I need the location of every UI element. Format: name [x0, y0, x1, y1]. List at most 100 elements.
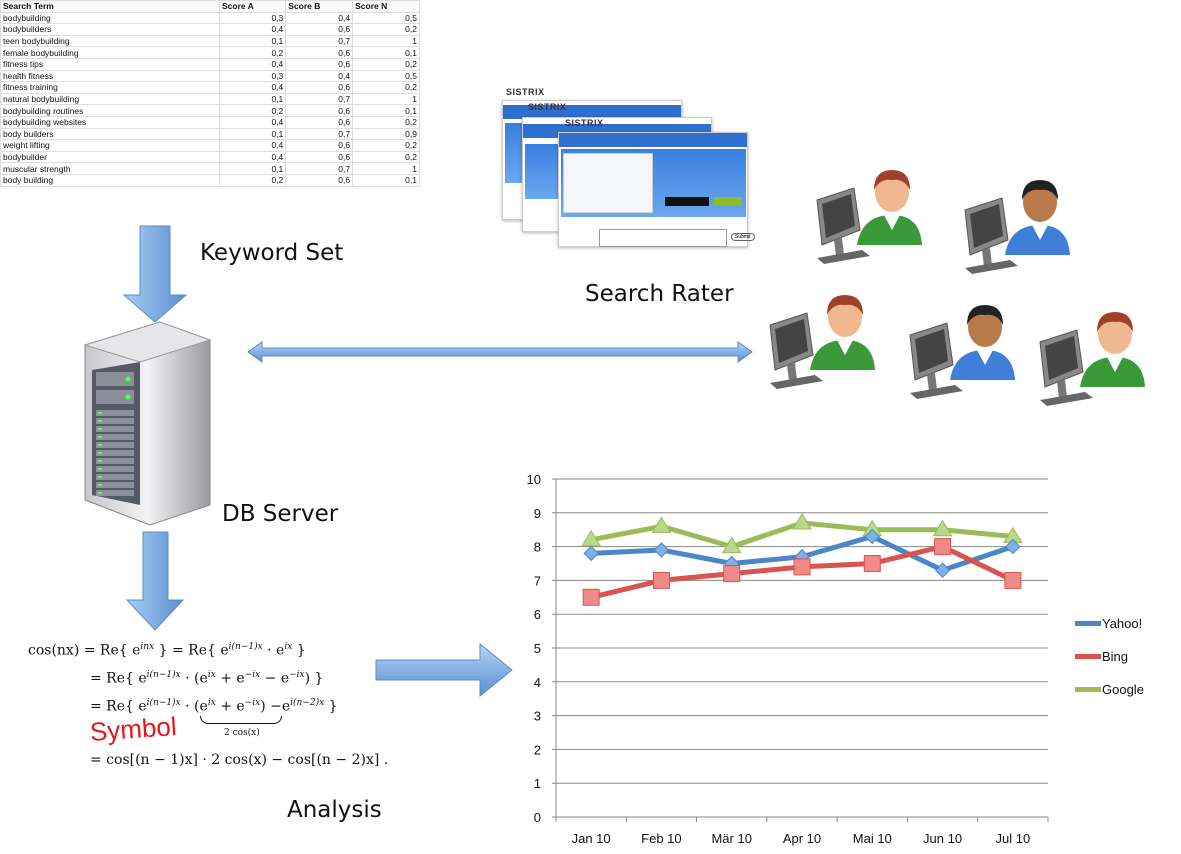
y-tick-label: 4: [534, 675, 541, 690]
data-point-bing: [793, 558, 811, 576]
server-drive-bay: [96, 426, 134, 432]
data-point-yahoo: [934, 562, 951, 578]
legend-item: Google: [1075, 682, 1144, 697]
search-rater-person-icon: [816, 170, 922, 264]
y-tick-label: 7: [534, 573, 541, 588]
x-tick-label: Apr 10: [783, 831, 821, 846]
legend-item: Yahoo!: [1075, 616, 1142, 631]
server-drive-bay: [96, 418, 134, 424]
data-point-google: [932, 519, 953, 537]
sistrix-logo: SISTRIX: [565, 118, 604, 128]
data-point-yahoo: [1005, 538, 1021, 555]
server-drive-bay: [96, 450, 134, 456]
analysis-label: Analysis: [287, 797, 382, 823]
search-term-cell: female bodybuilding: [0, 46, 220, 59]
y-tick-label: 0: [534, 810, 541, 825]
column-header: Score A: [218, 0, 287, 13]
y-tick-label: 8: [534, 540, 541, 555]
search-term-cell: weight lifting: [0, 139, 220, 152]
arrow-right-analysis-to-chart: [375, 642, 513, 698]
y-tick-label: 10: [527, 472, 541, 487]
keyword-set-label: Keyword Set: [200, 240, 344, 266]
server-drive-bay: [96, 410, 134, 416]
score-cell: 0,6: [285, 139, 354, 152]
search-rater-label: Search Rater: [585, 281, 734, 307]
sistrix-logo: SISTRIX: [506, 87, 545, 97]
legend-swatch: [1075, 687, 1101, 692]
search-rater-person-icon: [964, 180, 1070, 274]
arrow-down-keyword-to-server: [122, 225, 188, 323]
underbrace-label: 2 cos(x): [224, 728, 260, 738]
data-point-bing: [863, 555, 881, 572]
score-cell: 0,6: [285, 173, 354, 187]
data-point-yahoo: [583, 545, 599, 562]
score-cell: 0,2: [352, 23, 420, 36]
score-cell: 0,1: [218, 127, 287, 141]
y-tick-label: 1: [534, 776, 541, 791]
math-derivation: cos(nx) = Re{ einx } = Re{ ei(n−1)x · ei…: [28, 642, 389, 768]
score-cell: 0,9: [352, 127, 420, 141]
server-drive-bay: [96, 474, 134, 480]
data-point-bing: [934, 538, 952, 556]
score-cell: 0,2: [352, 115, 420, 129]
server-drive-bay: [96, 442, 134, 448]
legend-label: Yahoo!: [1102, 616, 1143, 631]
column-header: Score N: [352, 0, 420, 13]
score-cell: 1: [352, 34, 420, 48]
server-drive-bay: [96, 458, 134, 464]
x-tick-label: Feb 10: [641, 831, 681, 846]
search-rater-person-icon: [1039, 312, 1145, 406]
y-tick-label: 3: [534, 709, 541, 724]
db-server-icon: [83, 321, 212, 526]
x-tick-label: Mai 10: [853, 831, 892, 846]
search-rater-person-icon: [909, 305, 1015, 399]
search-term-cell: muscular strength: [0, 162, 220, 175]
server-drive-bay: [96, 466, 134, 472]
search-rater-person-icon: [769, 295, 875, 389]
data-point-google: [651, 516, 672, 533]
data-point-bing: [1004, 571, 1022, 589]
y-tick-label: 2: [534, 742, 541, 757]
search-rater-screenshots: Submit SISTRIX SISTRIX SISTRIX: [500, 82, 760, 252]
data-point-bing: [723, 565, 741, 583]
y-tick-label: 5: [534, 641, 541, 656]
data-point-yahoo: [653, 542, 670, 558]
score-cell: 0,2: [218, 46, 287, 59]
legend-label: Google: [1102, 682, 1144, 697]
score-cell: 0,2: [352, 139, 420, 152]
x-tick-label: Jul 10: [996, 831, 1031, 846]
legend-swatch: [1075, 621, 1101, 626]
score-cell: 0,1: [218, 34, 287, 48]
legend-item: Bing: [1075, 649, 1128, 664]
column-header: Score B: [285, 0, 354, 13]
arrow-down-server-to-analysis: [125, 531, 185, 631]
double-arrow-server-raters: [247, 341, 753, 363]
legend-label: Bing: [1102, 649, 1129, 664]
score-cell: 0,1: [352, 173, 420, 187]
score-cell: 0,2: [352, 150, 420, 164]
x-tick-label: Jun 10: [923, 831, 962, 846]
server-drive-bay: [96, 490, 134, 496]
y-tick-label: 9: [534, 506, 541, 521]
score-cell: 0,1: [218, 162, 287, 175]
data-point-google: [721, 536, 742, 554]
math-lhs: cos(nx): [28, 642, 80, 659]
score-cell: 0,7: [285, 34, 354, 48]
y-tick-label: 6: [534, 607, 541, 622]
score-cell: 0,6: [285, 23, 354, 36]
score-cell: 0,1: [352, 46, 420, 59]
